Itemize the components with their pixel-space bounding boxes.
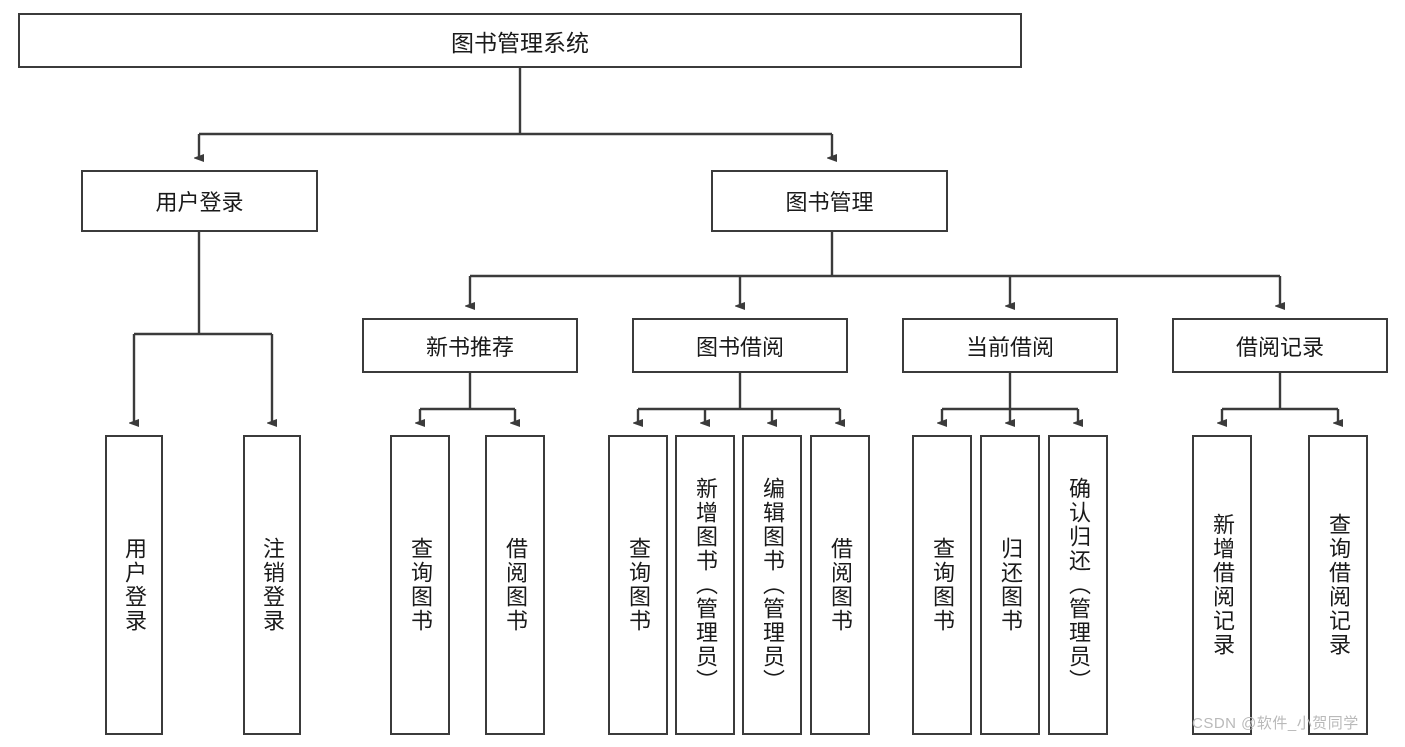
leaf-borrow-query-book[interactable]: 查询图书 <box>608 435 668 735</box>
watermark: CSDN @软件_小贺同学 <box>1192 715 1359 732</box>
leaf-logout-label: 注销登录 <box>259 537 285 633</box>
leaf-current-query-book[interactable]: 查询图书 <box>912 435 972 735</box>
leaf-borrow-edit-book-admin-label: 编辑图书（管理员） <box>759 477 785 693</box>
node-root-label: 图书管理系统 <box>451 29 589 56</box>
node-book-borrow[interactable]: 图书借阅 <box>632 318 848 373</box>
node-new-book-recommend[interactable]: 新书推荐 <box>362 318 578 373</box>
node-current-borrow[interactable]: 当前借阅 <box>902 318 1118 373</box>
node-user-login[interactable]: 用户登录 <box>81 170 318 232</box>
leaf-borrow-edit-book-admin[interactable]: 编辑图书（管理员） <box>742 435 802 735</box>
leaf-newbook-query-book[interactable]: 查询图书 <box>390 435 450 735</box>
leaf-record-query-borrow-record-label: 查询借阅记录 <box>1325 513 1351 657</box>
leaf-record-query-borrow-record[interactable]: 查询借阅记录 <box>1308 435 1368 735</box>
leaf-record-add-borrow-record[interactable]: 新增借阅记录 <box>1192 435 1252 735</box>
leaf-borrow-add-book-admin-label: 新增图书（管理员） <box>692 477 718 693</box>
leaf-current-query-book-label: 查询图书 <box>929 537 955 633</box>
leaf-current-confirm-return-admin[interactable]: 确认归还（管理员） <box>1048 435 1108 735</box>
leaf-user-login-label: 用户登录 <box>121 537 147 633</box>
leaf-current-confirm-return-admin-label: 确认归还（管理员） <box>1065 477 1091 693</box>
node-book-borrow-label: 图书借阅 <box>695 334 784 360</box>
leaf-borrow-borrow-book[interactable]: 借阅图书 <box>810 435 870 735</box>
node-root[interactable]: 图书管理系统 <box>18 13 1022 68</box>
leaf-user-login[interactable]: 用户登录 <box>105 435 163 735</box>
node-borrow-record-label: 借阅记录 <box>1235 334 1324 360</box>
leaf-borrow-borrow-book-label: 借阅图书 <box>827 537 853 633</box>
node-book-manage-label: 图书管理 <box>785 190 874 215</box>
leaf-logout[interactable]: 注销登录 <box>243 435 301 735</box>
leaf-borrow-add-book-admin[interactable]: 新增图书（管理员） <box>675 435 735 735</box>
leaf-current-return-book[interactable]: 归还图书 <box>980 435 1040 735</box>
leaf-newbook-borrow-book-label: 借阅图书 <box>502 537 528 633</box>
leaf-newbook-borrow-book[interactable]: 借阅图书 <box>485 435 545 735</box>
node-book-manage[interactable]: 图书管理 <box>711 170 948 232</box>
leaf-record-add-borrow-record-label: 新增借阅记录 <box>1209 513 1235 657</box>
node-borrow-record[interactable]: 借阅记录 <box>1172 318 1388 373</box>
leaf-borrow-query-book-label: 查询图书 <box>625 537 651 633</box>
node-current-borrow-label: 当前借阅 <box>965 334 1054 360</box>
leaf-newbook-query-book-label: 查询图书 <box>407 537 433 633</box>
node-new-book-recommend-label: 新书推荐 <box>425 334 514 360</box>
leaf-current-return-book-label: 归还图书 <box>997 537 1023 633</box>
node-user-login-label: 用户登录 <box>155 190 244 215</box>
